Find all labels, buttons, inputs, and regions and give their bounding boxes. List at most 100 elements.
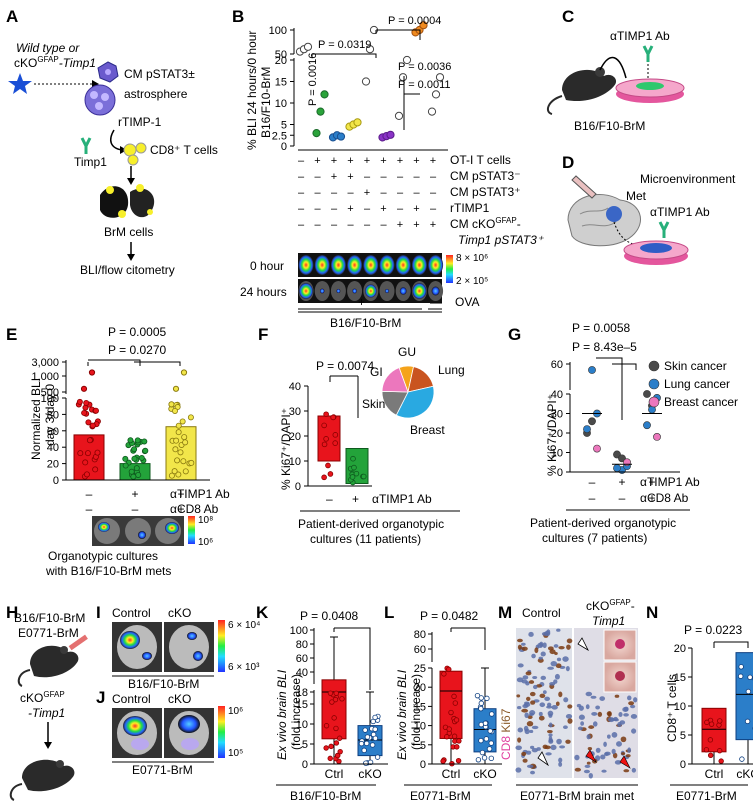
caption-line: cultures (7 patients) — [542, 531, 647, 545]
nucleus — [546, 702, 552, 707]
legend-label: Breast cancer — [664, 395, 738, 409]
sign: + — [430, 219, 436, 231]
well-signal — [428, 255, 444, 275]
data-point — [333, 690, 339, 696]
sign: – — [86, 487, 93, 501]
treatment-signs: –++––+ — [86, 487, 185, 516]
data-point — [747, 674, 753, 680]
nucleus — [542, 690, 547, 694]
p-value: P = 0.0004 — [388, 15, 441, 27]
sign: + — [648, 475, 655, 489]
box — [701, 707, 727, 753]
panel-l: L Ex vivo brain BLI (fold increase) 0510… — [384, 603, 502, 803]
micro-label: Microenvironment — [640, 172, 736, 186]
data-point — [365, 45, 375, 54]
data-point — [323, 745, 329, 751]
nucleus — [516, 706, 522, 710]
data-point — [486, 746, 493, 752]
p-value: P = 0.0223 — [684, 623, 742, 637]
sign: + — [352, 492, 359, 506]
data-point — [478, 705, 484, 712]
data-point — [86, 437, 93, 444]
cm-label: CM pSTAT3± — [124, 67, 195, 81]
y-tick-label: 20 — [289, 431, 301, 443]
y-tick-label: 5 — [281, 120, 287, 132]
sign: – — [397, 187, 404, 199]
data-point — [398, 73, 408, 82]
sign: + — [397, 219, 403, 231]
y-tick-label: 0 — [295, 481, 301, 493]
nucleus — [530, 700, 536, 705]
well-signal — [298, 255, 314, 275]
y-tick-label: 60 — [296, 653, 308, 665]
data-point — [364, 734, 371, 740]
sign: – — [326, 492, 333, 506]
nucleus — [548, 735, 553, 742]
data-point — [363, 740, 370, 747]
data-point — [613, 464, 621, 472]
legend-swatch — [648, 396, 660, 408]
panel-letter: D — [562, 153, 574, 172]
nucleus — [526, 721, 534, 727]
scale-min: 10⁶ — [198, 537, 213, 548]
astrocyte-icon — [97, 61, 119, 83]
caption-line: with B16/F10-BrM mets — [45, 564, 171, 578]
cell-line: E0771-BrM — [18, 626, 79, 640]
mouse-icon — [17, 645, 79, 687]
data-point — [323, 723, 330, 729]
nucleus — [613, 718, 619, 722]
data-point — [588, 417, 596, 426]
y-tick-label: 5 — [420, 740, 426, 752]
y-tick-label: 15 — [674, 672, 686, 684]
color-scale-bar — [218, 706, 225, 758]
data-point — [708, 721, 715, 727]
nucleus — [528, 631, 534, 637]
bracket — [713, 641, 749, 648]
y-tick-label: 0 — [557, 467, 563, 479]
sign: + — [331, 155, 337, 167]
nucleus — [611, 748, 616, 755]
nucleus — [588, 772, 593, 779]
data-point — [593, 444, 601, 453]
nucleus — [595, 747, 601, 753]
sign: – — [364, 171, 371, 183]
y-tick-label: 25 — [414, 663, 426, 675]
sign: + — [364, 187, 370, 199]
nucleus — [623, 713, 629, 717]
y-tick-label: 10 — [551, 448, 563, 460]
sign: + — [347, 203, 353, 215]
sign: + — [314, 155, 320, 167]
nucleus — [548, 722, 553, 728]
data-point — [179, 418, 186, 425]
time-label-0h: 0 hour — [250, 259, 284, 273]
y-tick-label: 10 — [674, 701, 686, 713]
data-point — [323, 436, 329, 442]
data-point — [339, 696, 345, 702]
nucleus — [538, 715, 545, 721]
ab-label: αTIMP1 Ab — [610, 29, 670, 43]
bars — [66, 369, 210, 481]
data-point — [92, 466, 99, 473]
sign: – — [314, 219, 321, 231]
nucleus — [628, 701, 635, 706]
nucleus — [555, 701, 560, 706]
y-tick-label: 60 — [551, 359, 563, 371]
nucleus — [620, 736, 627, 743]
data-point — [643, 421, 651, 430]
astrosphere-label: astrosphere — [124, 87, 188, 101]
data-point — [323, 411, 329, 418]
nucleus — [592, 721, 598, 727]
panel-letter: L — [384, 603, 394, 622]
sign: – — [430, 203, 437, 215]
nucleus — [515, 745, 522, 751]
data-point — [484, 695, 490, 702]
nucleus — [565, 739, 571, 744]
y-tick-label: 15 — [275, 77, 287, 89]
data-point — [703, 747, 710, 753]
